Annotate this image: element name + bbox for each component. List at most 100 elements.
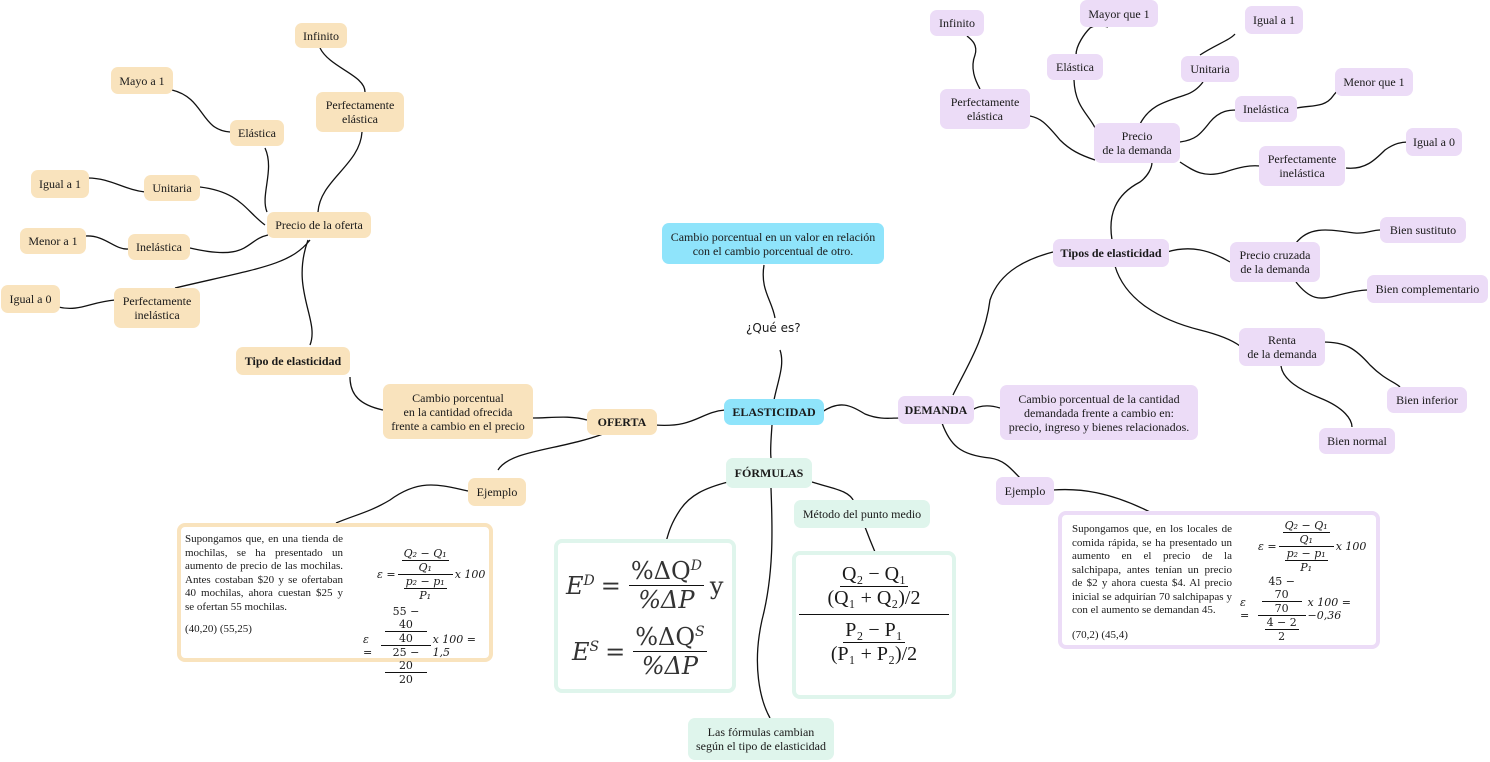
oferta-type-inelastica[interactable]: Inelástica <box>128 234 190 260</box>
demanda-value-igual-a-1[interactable]: Igual a 1 <box>1245 6 1303 34</box>
es-num-sup: S <box>695 624 705 640</box>
link-precio-perfinelastica <box>174 239 311 289</box>
oferta-value-infinito[interactable]: Infinito <box>295 23 347 48</box>
link-precio-inelastica <box>189 234 269 254</box>
formula-times: x 100 <box>454 568 486 581</box>
demanda-bien-complementario[interactable]: Bien complementario <box>1367 275 1488 303</box>
link-ejemplo-dbox <box>1052 488 1151 513</box>
midpoint-formula-box: Q₂ − Q₁(Q₁ + Q₂)/2 P₂ − P₁(P₁ + P₂)/2 <box>792 551 956 699</box>
oferta-type-perf-elastica[interactable]: Perfectamente elástica <box>316 92 404 132</box>
oferta-value-igual-a-1[interactable]: Igual a 1 <box>31 170 89 198</box>
demanda-type-perf-elastica[interactable]: Perfectamente elástica <box>940 89 1030 129</box>
demanda-precio-node[interactable]: Precio de la demanda <box>1094 123 1180 163</box>
demanda-definition-node[interactable]: Cambio porcentual de la cantidad demanda… <box>1000 385 1198 440</box>
link-oferta-definicion <box>532 416 588 421</box>
center-node-elasticidad[interactable]: ELASTICIDAD <box>724 399 824 425</box>
ed-lhs: E <box>566 571 584 600</box>
formula-p-den: P₁ <box>1300 561 1313 574</box>
link-unitariaD-igual1 <box>1199 33 1236 56</box>
midpoint-method-node[interactable]: Método del punto medio <box>794 500 930 528</box>
midpoint-p-den: (P₁ + P₂)/2 <box>830 643 918 665</box>
link-precio-perfelastica <box>317 131 363 213</box>
link-elasticaD-mayor <box>1075 24 1109 56</box>
link-formulas-midpoint <box>811 481 855 503</box>
demanda-ejemplo-node[interactable]: Ejemplo <box>996 477 1054 505</box>
demanda-type-unitaria[interactable]: Unitaria <box>1181 56 1239 82</box>
link-precioD-elastica <box>1073 79 1097 131</box>
supply-elasticity-formula: ES = %ΔQS%ΔP <box>572 623 707 680</box>
link-center-formulas <box>769 424 773 459</box>
formulas-node[interactable]: FÓRMULAS <box>726 458 812 488</box>
demanda-bien-inferior[interactable]: Bien inferior <box>1387 387 1467 413</box>
es-sup: S <box>589 638 600 655</box>
formula-q-den: Q₁ <box>1299 533 1313 546</box>
link-demanda-tipos <box>952 251 1054 396</box>
link-perfelastica-infinitoD <box>966 35 981 90</box>
conjunction-y: y <box>709 571 724 600</box>
oferta-value-menor-a-1[interactable]: Menor a 1 <box>20 228 86 254</box>
link-perfelastica-infinito <box>319 47 366 93</box>
link-precioD-inelastica <box>1179 109 1238 143</box>
demanda-tipos-elasticidad-node[interactable]: Tipos de elasticidad <box>1053 239 1169 267</box>
oferta-value-mayo-a-1[interactable]: Mayo a 1 <box>111 67 173 94</box>
epsilon-label: ε = <box>377 568 396 581</box>
demanda-value-igual-a-0[interactable]: Igual a 0 <box>1406 128 1462 156</box>
link-formulas-general <box>665 481 729 543</box>
es-num: %ΔQ <box>635 623 696 651</box>
ed-num: %ΔQ <box>630 557 691 585</box>
link-precioD-perfinelastica <box>1179 161 1261 176</box>
link-formulas-note <box>756 487 773 719</box>
calc-result: x 100 = 1,5 <box>432 632 476 659</box>
epsilon-label: ε = <box>1240 596 1250 622</box>
calc-q-num: 55 − 40 <box>385 605 427 632</box>
link-perfinelasticaD-igual0 <box>1345 141 1409 169</box>
oferta-ejemplo-node[interactable]: Ejemplo <box>468 478 526 506</box>
demanda-type-inelastica[interactable]: Inelástica <box>1235 96 1297 122</box>
demanda-cruzada-node[interactable]: Precio cruzada de la demanda <box>1230 242 1320 282</box>
demanda-value-infinito[interactable]: Infinito <box>930 10 984 36</box>
calc-q-den: 40 <box>398 632 413 645</box>
link-elastica-mayo <box>171 89 231 133</box>
oferta-definition-node[interactable]: Cambio porcentual en la cantidad ofrecid… <box>383 384 533 439</box>
link-precio-unitaria <box>199 186 266 226</box>
calc-result: x 100 = −0,36 <box>1307 596 1351 622</box>
calc-q-den: 70 <box>1274 602 1289 615</box>
ed-den: %ΔP <box>638 586 695 614</box>
link-perfinelastica-igual0 <box>57 299 116 309</box>
demanda-example-coords: (70,2) (45,4) <box>1072 629 1128 641</box>
link-inelasticaD-menor <box>1296 89 1338 109</box>
oferta-type-perf-inelastica[interactable]: Perfectamente inelástica <box>114 288 200 328</box>
oferta-example-coords: (40,20) (55,25) <box>185 623 252 635</box>
epsilon-label: ε = <box>1258 540 1277 553</box>
oferta-node[interactable]: OFERTA <box>587 409 657 435</box>
formulas-note-node[interactable]: Las fórmulas cambian según el tipo de el… <box>688 718 834 760</box>
oferta-precio-node[interactable]: Precio de la oferta <box>267 212 371 238</box>
demanda-bien-normal[interactable]: Bien normal <box>1319 428 1395 454</box>
demanda-node[interactable]: DEMANDA <box>898 396 974 424</box>
calc-p-den: 2 <box>1278 630 1286 643</box>
oferta-example-box: Supongamos que, en una tienda de mochila… <box>177 523 493 686</box>
oferta-type-unitaria[interactable]: Unitaria <box>144 175 200 201</box>
definition-node[interactable]: Cambio porcentual en un valor en relació… <box>662 223 884 264</box>
link-center-demanda <box>821 404 901 419</box>
link-tipos-precio <box>1110 161 1153 241</box>
calc-p-num: 25 − 20 <box>385 646 427 673</box>
demanda-bien-sustituto[interactable]: Bien sustituto <box>1380 217 1466 243</box>
demanda-value-mayor-que-1[interactable]: Mayor que 1 <box>1080 0 1158 27</box>
demanda-value-menor-que-1[interactable]: Menor que 1 <box>1335 68 1413 96</box>
formula-times: x 100 <box>1335 540 1367 553</box>
formula-p-den: P₁ <box>419 589 432 602</box>
oferta-type-elastica[interactable]: Elástica <box>230 120 284 146</box>
demanda-type-perf-inelastica[interactable]: Perfectamente inelástica <box>1259 146 1345 186</box>
link-renta-inferior <box>1322 341 1401 388</box>
es-den: %ΔP <box>641 652 699 680</box>
demanda-type-elastica[interactable]: Elástica <box>1047 54 1103 80</box>
epsilon-label: ε = <box>363 632 373 659</box>
demanda-renta-node[interactable]: Renta de la demanda <box>1239 328 1325 366</box>
oferta-value-igual-a-0[interactable]: Igual a 0 <box>1 285 60 313</box>
link-unitaria-igual1 <box>87 177 146 193</box>
oferta-tipo-elasticidad-node[interactable]: Tipo de elasticidad <box>236 347 350 375</box>
